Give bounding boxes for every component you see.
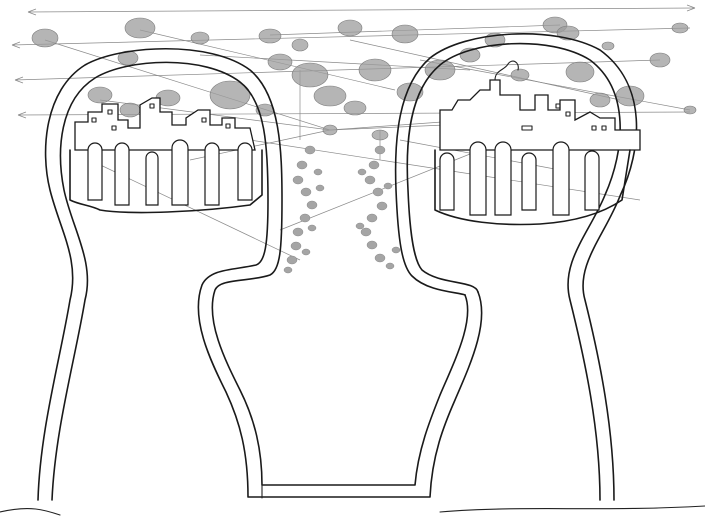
person-icon [88,143,102,200]
person-icon [115,143,129,205]
right-people [440,142,599,215]
person-icon [205,143,219,205]
right-skyline [440,80,640,150]
person-icon [585,151,599,210]
person-icon [238,143,252,200]
dot-chain-left [284,146,324,273]
person-icon [146,152,158,205]
dot-chain-right [356,146,400,269]
person-icon [172,140,188,205]
person-icon [440,153,454,210]
left-head-baseline [0,485,262,515]
left-city [70,98,262,212]
person-icon [495,142,511,215]
person-icon [522,153,536,210]
right-head-baseline [440,506,705,512]
right-head [396,34,705,512]
right-city [435,61,640,224]
person-icon [553,142,569,215]
central-dot-chain [284,146,400,273]
person-icon [470,142,486,215]
